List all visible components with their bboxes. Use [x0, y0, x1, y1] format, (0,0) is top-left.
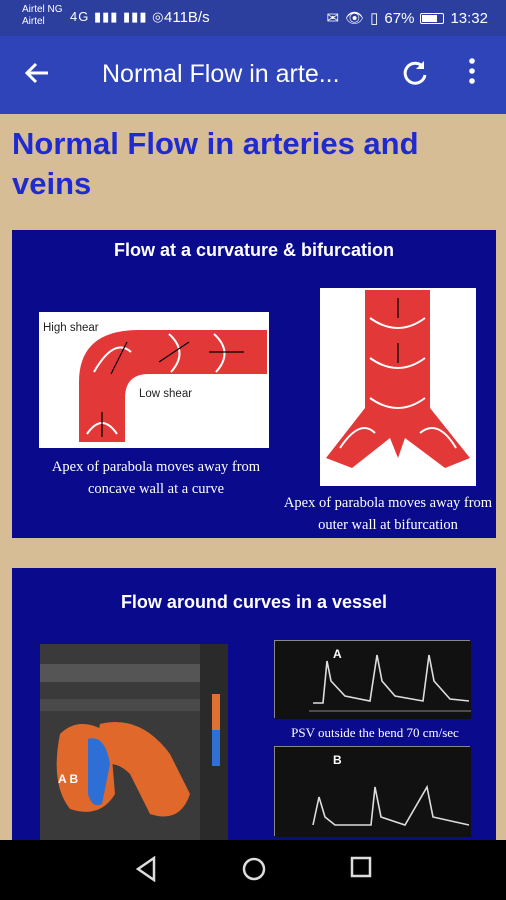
nav-back-icon[interactable] — [134, 855, 158, 887]
doppler-label-b: B — [333, 753, 342, 767]
app-title: Normal Flow in arte... — [102, 60, 340, 88]
bifurcation-diagram: Low shear Low shear High shear — [320, 288, 476, 486]
battery-icon — [420, 12, 445, 24]
app-bar: Normal Flow in arte... — [0, 36, 506, 114]
slide-title: Flow at a curvature & bifurcation — [113, 240, 395, 260]
slide-curvature-bifurcation: Flow at a curvature & bifurcation High s… — [12, 230, 496, 538]
clock: 13:32 — [450, 9, 488, 27]
slide-title-2: Flow around curves in a vessel — [120, 592, 388, 612]
carrier-2: Airtel — [22, 16, 45, 27]
mail-icon: ✉ — [326, 10, 340, 27]
high-shear-label: High shear — [43, 322, 99, 334]
carrier-names: Airtel NG Airtel — [22, 4, 63, 28]
doppler-spectrum-a: A — [274, 640, 471, 719]
eye-icon: 👁 — [345, 10, 365, 27]
doppler-label-a: A — [333, 647, 342, 661]
refresh-icon[interactable] — [400, 58, 430, 95]
caption-psv: PSV outside the bend 70 cm/sec — [291, 725, 459, 740]
ultrasound-image: A B — [40, 644, 228, 840]
content-area[interactable]: Normal Flow in arteries and veins Flow a… — [0, 114, 506, 840]
nav-home-icon[interactable] — [241, 856, 267, 887]
slide-flow-curves: Flow around curves in a vessel A B — [12, 568, 496, 840]
carrier-1: Airtel NG — [22, 4, 63, 15]
bif-low-shear-left: Low shear — [334, 378, 358, 400]
bif-high-shear: High shear — [384, 456, 408, 478]
page-heading: Normal Flow in arteries and veins — [12, 126, 419, 201]
network-speed: 411B/s — [164, 9, 210, 26]
low-shear-label: Low shear — [139, 388, 193, 400]
caption-curve: Apex of parabola moves away from concave… — [51, 459, 261, 497]
status-bar: Airtel NG Airtel 4G ▮▮▮ ▮▮▮ ◎ 411B/s ✉ 👁… — [0, 0, 506, 36]
nav-recents-icon[interactable] — [350, 856, 372, 883]
status-right: ✉ 👁 ▯ 67% 13:32 — [326, 9, 488, 28]
bif-low-shear-right: Low shear — [438, 378, 462, 400]
doppler-spectrum-b: B — [274, 746, 471, 837]
back-arrow-icon[interactable] — [22, 58, 58, 94]
battery-percent: 67% — [384, 9, 415, 27]
more-options-icon[interactable] — [466, 56, 478, 93]
curved-vessel-diagram: High shear Low shear — [39, 312, 269, 448]
us-labels: A B — [58, 772, 79, 786]
vibrate-icon: ▯ — [370, 10, 379, 27]
signal-icons: 4G ▮▮▮ ▮▮▮ ◎ — [70, 9, 165, 24]
system-nav-bar — [0, 840, 506, 900]
caption-bifurcation: Apex of parabola moves away from outer w… — [283, 495, 493, 533]
